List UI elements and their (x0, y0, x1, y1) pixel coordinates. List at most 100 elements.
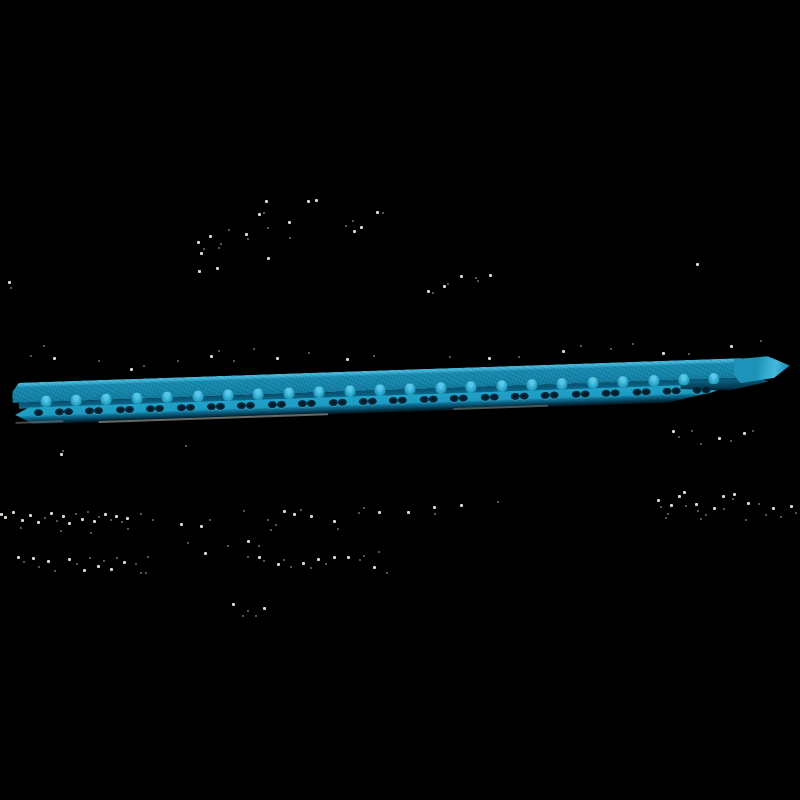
hole (571, 390, 581, 398)
dust-speckle (333, 556, 336, 559)
peg (434, 382, 447, 394)
dust-speckle (475, 277, 477, 279)
dust-speckle (187, 542, 189, 544)
dust-speckle (62, 515, 65, 518)
dust-speckle (56, 520, 58, 522)
dust-speckle (718, 437, 721, 440)
hole (185, 403, 195, 412)
dust-speckle (253, 348, 255, 350)
dust-speckle (110, 519, 112, 521)
dust-speckle (695, 503, 698, 506)
dust-speckle (610, 348, 612, 350)
dust-speckle (140, 572, 142, 574)
dust-speckle (218, 247, 220, 249)
dust-speckle (289, 237, 291, 239)
dust-speckle (795, 512, 797, 514)
dust-speckle (449, 356, 451, 358)
peg (465, 381, 477, 393)
dust-speckle (562, 350, 565, 353)
dust-speckle (127, 528, 129, 530)
dust-speckle (210, 355, 213, 358)
dust-speckle (696, 263, 699, 266)
dust-speckle (209, 235, 212, 238)
dust-speckle (44, 517, 46, 519)
dust-speckle (760, 340, 762, 342)
hole (489, 393, 499, 401)
dust-speckle (685, 505, 687, 507)
peg (677, 373, 690, 386)
dust-speckle (713, 507, 716, 510)
dust-speckle (98, 516, 100, 518)
dust-speckle (460, 275, 463, 278)
dust-speckle (378, 511, 381, 514)
dust-speckle (37, 521, 40, 524)
hole (276, 400, 286, 409)
peg (252, 388, 265, 400)
dust-speckle (97, 565, 100, 568)
hole (33, 408, 43, 417)
dust-speckle (488, 357, 491, 360)
dust-speckle (68, 522, 71, 525)
dust-speckle (752, 430, 754, 432)
dust-speckle (198, 270, 201, 273)
hole (115, 406, 125, 414)
dust-speckle (407, 511, 410, 514)
dust-speckle (38, 566, 40, 568)
dust-speckle (242, 615, 244, 617)
dust-speckle (697, 510, 699, 512)
hole (337, 398, 347, 406)
dust-speckle (733, 493, 736, 496)
dust-speckle (337, 528, 339, 530)
dust-speckle (228, 229, 230, 231)
dust-speckle (50, 512, 53, 515)
dust-speckle (267, 227, 269, 229)
hole (328, 398, 338, 407)
peg (343, 385, 356, 397)
dust-speckle (32, 557, 35, 560)
dust-speckle (30, 355, 32, 357)
dust-speckle (758, 503, 760, 505)
dust-speckle (227, 545, 229, 547)
dust-speckle (255, 615, 257, 617)
metal-bar (12, 356, 800, 425)
dust-speckle (678, 495, 681, 498)
dust-speckle (315, 199, 318, 202)
dust-speckle (204, 552, 207, 555)
dust-speckle (730, 440, 732, 442)
dust-speckle (17, 556, 20, 559)
dust-speckle (433, 506, 436, 509)
dust-speckle (359, 559, 361, 561)
dust-speckle (143, 365, 145, 367)
peg (617, 376, 629, 388)
dust-speckle (277, 563, 280, 566)
dust-speckle (200, 252, 203, 255)
peg (222, 389, 234, 401)
dust-speckle (130, 368, 133, 371)
dust-speckle (76, 563, 78, 565)
dust-speckle (218, 350, 220, 352)
dust-speckle (147, 556, 149, 558)
dust-speckle (772, 507, 775, 510)
dust-speckle (89, 557, 91, 559)
dust-speckle (300, 509, 302, 511)
dust-speckle (93, 520, 96, 523)
dust-speckle (310, 567, 312, 569)
dust-speckle (460, 504, 463, 507)
dust-speckle (290, 566, 292, 568)
peg (70, 394, 82, 407)
dust-speckle (258, 545, 260, 547)
peg (39, 395, 52, 408)
dust-speckle (116, 557, 118, 559)
dust-speckle (140, 513, 142, 515)
dust-speckle (358, 512, 360, 514)
dust-speckle (197, 241, 200, 244)
dust-speckle (29, 514, 32, 517)
dust-speckle (743, 432, 746, 435)
peg (404, 383, 416, 395)
dust-speckle (21, 519, 24, 522)
dust-speckle (580, 345, 582, 347)
dust-speckle (657, 499, 660, 502)
dust-speckle (386, 572, 388, 574)
dust-speckle (263, 212, 265, 214)
peg (586, 377, 599, 389)
